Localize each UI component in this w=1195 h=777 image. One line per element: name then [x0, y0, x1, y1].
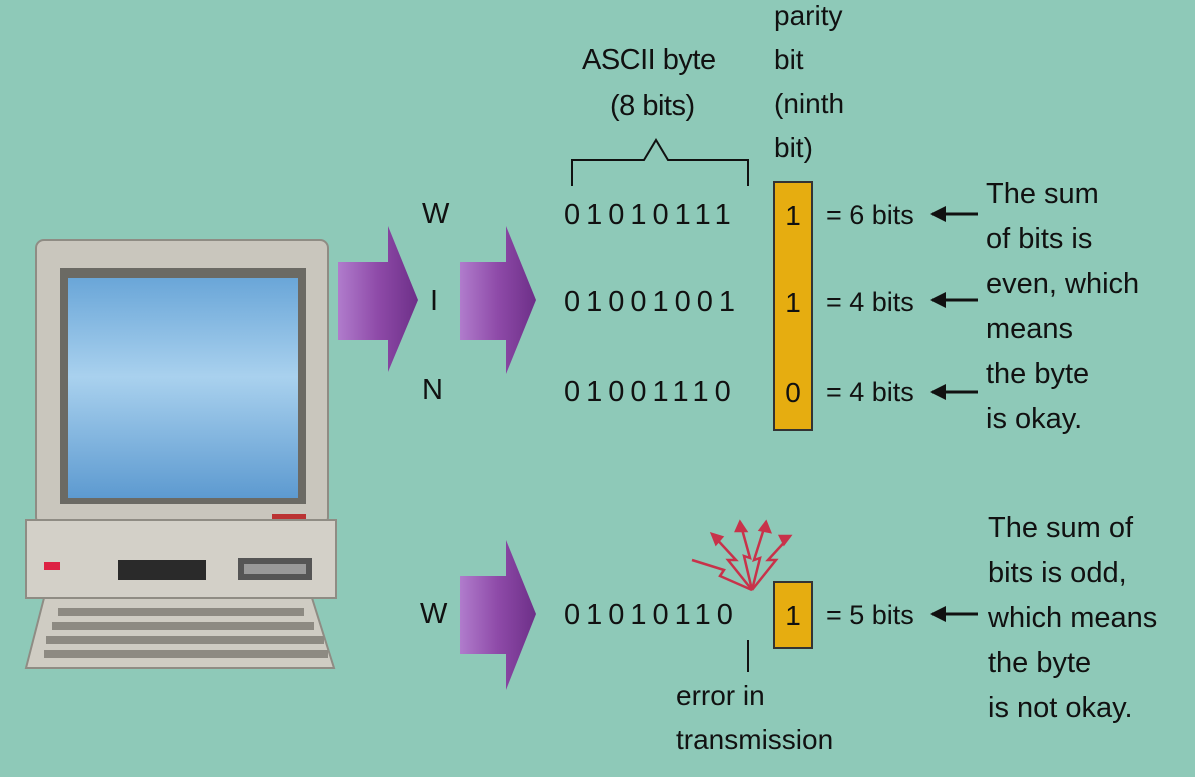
even-parity-note: The sum of bits is even, which means the… [986, 178, 1140, 435]
bit-sum: = 6 bits [826, 200, 914, 230]
computer-icon [24, 239, 337, 669]
left-arrow-icon [930, 384, 978, 400]
bit-sum: = 5 bits [826, 600, 914, 630]
byte-bits: 01001001 [564, 286, 742, 318]
parity-bit-value: 0 [785, 377, 801, 408]
odd-parity-note: The sum of bits is odd, which means the … [988, 512, 1158, 724]
left-arrow-icon [930, 206, 978, 222]
bit-sum: = 4 bits [826, 287, 914, 317]
error-label: error in transmission [676, 680, 834, 755]
parity-bit-value: 1 [785, 200, 801, 231]
parity-bit-value: 1 [785, 600, 801, 631]
error-flow-arrow [460, 540, 536, 690]
data-flow-arrow [338, 226, 418, 372]
error-spark-icon [691, 519, 793, 592]
parity-column-error [773, 581, 813, 649]
letter-label: W [420, 598, 447, 630]
left-arrow-icon [930, 292, 978, 308]
bit-sum: = 4 bits [826, 377, 914, 407]
parity-bit-value: 1 [785, 287, 801, 318]
letter-label: I [430, 285, 438, 317]
parity-bit-label: parity bit (ninth bit) [774, 0, 845, 163]
data-flow-arrow [460, 226, 536, 374]
byte-bits: 01001110 [564, 376, 737, 408]
byte-bits-error: 01010110 [564, 599, 739, 631]
ascii-byte-sublabel: (8 bits) [610, 90, 695, 122]
left-arrow-icon [930, 606, 978, 622]
letter-label: W [422, 198, 449, 230]
ascii-byte-label: ASCII byte [582, 44, 716, 76]
letter-label: N [422, 374, 443, 406]
byte-brace [571, 138, 749, 186]
byte-bits: 01010111 [564, 199, 737, 231]
parity-column [773, 181, 813, 431]
